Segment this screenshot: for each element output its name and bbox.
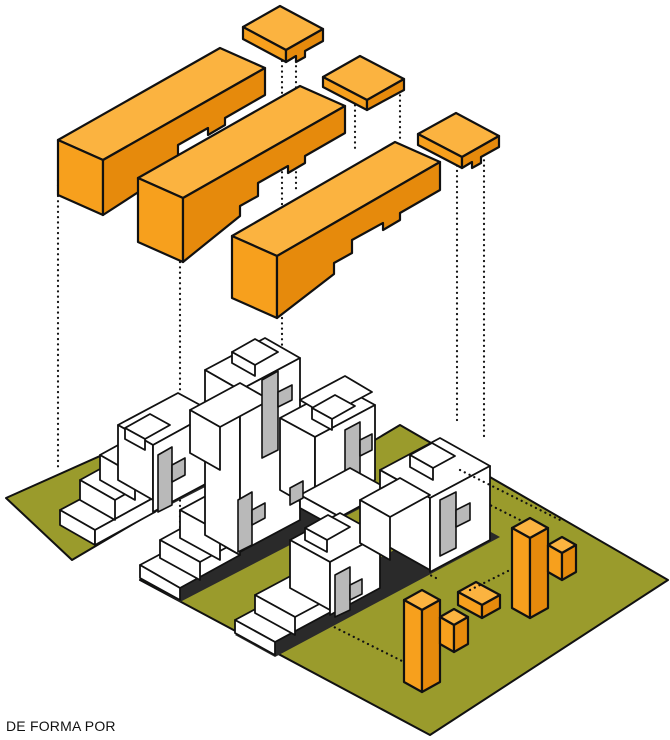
building-block-b <box>139 337 392 602</box>
orange-commercial-volumes <box>402 516 578 694</box>
site-projection-lines <box>458 468 562 592</box>
floating-orange-cap-2 <box>321 54 406 112</box>
floating-orange-cap-1 <box>241 4 325 64</box>
building-block-c <box>234 437 500 657</box>
floating-orange-bar-3 <box>230 140 442 320</box>
floating-orange-cap-3 <box>416 111 501 170</box>
building-block-a <box>59 392 215 546</box>
floating-orange-bar-2 <box>136 84 347 264</box>
caption-text: DE FORMA POR <box>6 718 116 734</box>
